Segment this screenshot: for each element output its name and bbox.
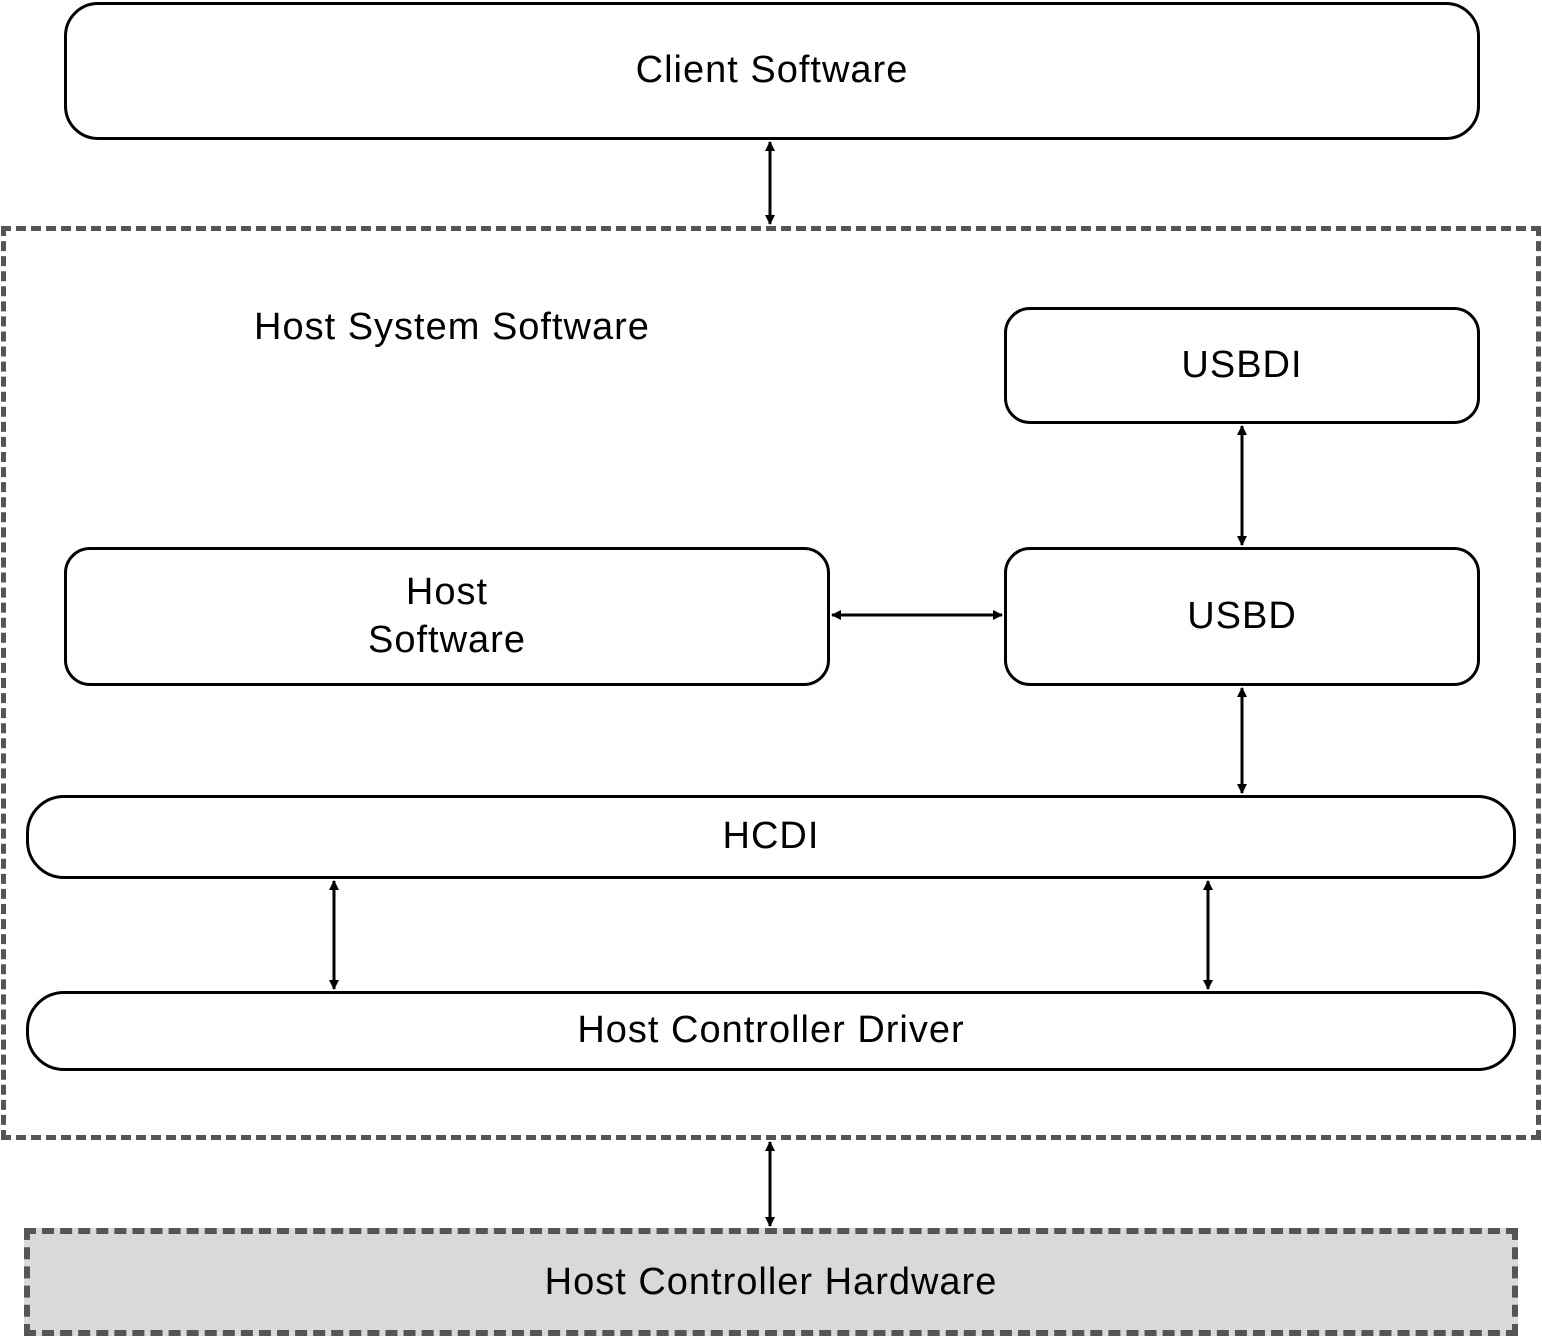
usbd-box: USBD xyxy=(1004,547,1480,686)
host-controller-hardware-label: Host Controller Hardware xyxy=(544,1260,998,1303)
host-controller-driver-label: Host Controller Driver xyxy=(577,1009,965,1052)
host-controller-driver-box: Host Controller Driver xyxy=(26,991,1516,1071)
host-software-label-line1: Host xyxy=(405,571,489,613)
client-software-box: Client Software xyxy=(64,2,1480,140)
host-controller-hardware-box: Host Controller Hardware xyxy=(24,1228,1518,1336)
client-software-label: Client Software xyxy=(635,49,909,92)
host-system-software-container xyxy=(1,226,1541,1140)
host-software-box: Host Software xyxy=(64,547,830,686)
hcdi-box: HCDI xyxy=(26,795,1516,879)
hcdi-label: HCDI xyxy=(722,815,820,858)
host-software-label-line2: Software xyxy=(368,618,526,661)
host-system-software-label: Host System Software xyxy=(254,306,650,348)
usbdi-box: USBDI xyxy=(1004,307,1480,424)
usbdi-label: USBDI xyxy=(1181,343,1303,386)
usbd-label: USBD xyxy=(1187,594,1297,637)
